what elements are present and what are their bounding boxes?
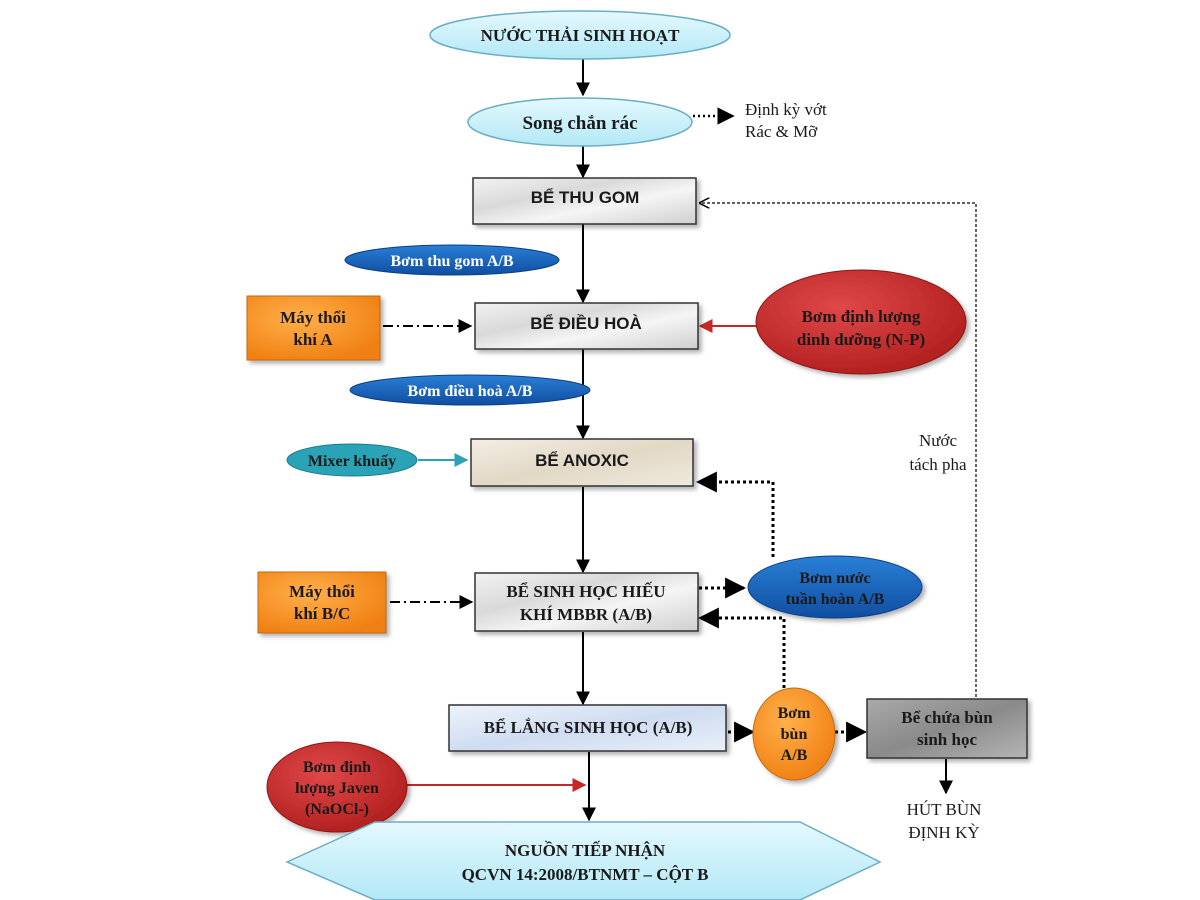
nutrient-pump-line-1: Bơm định lượng (802, 307, 921, 326)
sludge-removal-line-2: ĐỊNH KỲ (908, 823, 979, 842)
equalization-pump-label: Bơm điều hoà A/B (408, 383, 533, 400)
node-collection-pump: Bơm thu gom A/B (344, 244, 560, 276)
mixer-label: Mixer khuấy (308, 453, 396, 470)
node-sludge-pump: Bơm bùn A/B (752, 687, 836, 781)
node-screen: Song chắn rác (467, 97, 693, 147)
blower-a-line-1: Máy thổi (280, 308, 346, 327)
node-equalization-pump: Bơm điều hoà A/B (349, 374, 591, 406)
anoxic-tank-label: BỂ ANOXIC (535, 451, 629, 470)
javen-pump-line-2: lượng Javen (295, 780, 379, 797)
javen-pump-line-3: (NaOCl-) (305, 801, 369, 818)
arrow-separated-water-return (700, 203, 977, 697)
blower-bc-line-2: khí B/C (294, 604, 350, 623)
node-domestic-wastewater: NƯỚC THẢI SINH HOẠT (429, 10, 731, 60)
arrow-recirc-pump-to-anoxic (695, 471, 775, 557)
javen-pump-line-1: Bơm định (303, 759, 371, 776)
collection-tank-label: BỂ THU GOM (531, 188, 640, 207)
node-settling-tank: BỂ LẮNG SINH HỌC (A/B) (448, 704, 727, 752)
node-nutrient-pump: Bơm định lượng dinh dưỡng (N-P) (755, 269, 967, 375)
mbbr-tank-line-2: KHÍ MBBR (A/B) (520, 605, 652, 624)
sludge-removal-line-1: HÚT BÙN (907, 800, 982, 819)
node-blower-a: Máy thổi khí A (246, 295, 381, 361)
screen-label: Song chắn rác (522, 113, 637, 134)
node-collection-tank: BỂ THU GOM (472, 177, 697, 225)
sludge-tank-line-1: Bể chứa bùn (901, 708, 993, 727)
node-mbbr-tank: BỂ SINH HỌC HIẾU KHÍ MBBR (A/B) (474, 572, 699, 632)
sludge-pump-line-3: A/B (781, 747, 808, 764)
node-javen-pump: Bơm định lượng Javen (NaOCl-) (266, 741, 408, 833)
node-equalization-tank: BỂ ĐIỀU HOÀ (474, 302, 699, 350)
node-sludge-tank: Bể chứa bùn sinh học (866, 698, 1028, 759)
screen-note-line-2: Rác & Mỡ (745, 122, 818, 141)
node-receiving-source: NGUỒN TIẾP NHẬN QCVN 14:2008/BTNMT – CỘT… (285, 821, 882, 900)
sludge-pump-line-1: Bơm (778, 705, 812, 722)
screen-note-line-1: Định kỳ vớt (745, 100, 827, 119)
separated-water-line-1: Nước (919, 431, 957, 450)
sludge-tank-line-2: sinh học (917, 730, 977, 749)
recirc-pump-line-1: Bơm nước (799, 570, 870, 587)
connectors (383, 57, 977, 822)
nutrient-pump-line-2: dinh dưỡng (N-P) (797, 330, 925, 349)
separated-water-note: Nước tách pha (909, 431, 967, 474)
domestic-wastewater-label: NƯỚC THẢI SINH HOẠT (481, 26, 680, 45)
arrow-sludge-pump-to-mbbr (697, 607, 786, 688)
node-anoxic-tank: BỂ ANOXIC (470, 438, 694, 487)
node-mixer: Mixer khuấy (286, 443, 418, 477)
blower-bc-line-1: Máy thổi (289, 582, 355, 601)
separated-water-line-2: tách pha (909, 455, 967, 474)
mbbr-tank-line-1: BỂ SINH HỌC HIẾU (506, 582, 665, 601)
receiving-source-line-2: QCVN 14:2008/BTNMT – CỘT B (462, 865, 709, 884)
node-blower-bc: Máy thổi khí B/C (257, 571, 387, 634)
node-recirc-pump: Bơm nước tuần hoàn A/B (747, 555, 923, 619)
recirc-pump-line-2: tuần hoàn A/B (786, 591, 885, 608)
blower-a-line-2: khí A (293, 330, 333, 349)
sludge-pump-line-2: bùn (781, 726, 808, 743)
receiving-source-line-1: NGUỒN TIẾP NHẬN (505, 840, 666, 860)
screen-note: Định kỳ vớt Rác & Mỡ (745, 100, 827, 141)
settling-tank-label: BỂ LẮNG SINH HỌC (A/B) (484, 718, 693, 737)
sludge-removal-note: HÚT BÙN ĐỊNH KỲ (907, 800, 982, 842)
equalization-tank-label: BỂ ĐIỀU HOÀ (530, 314, 641, 333)
collection-pump-label: Bơm thu gom A/B (390, 253, 513, 270)
